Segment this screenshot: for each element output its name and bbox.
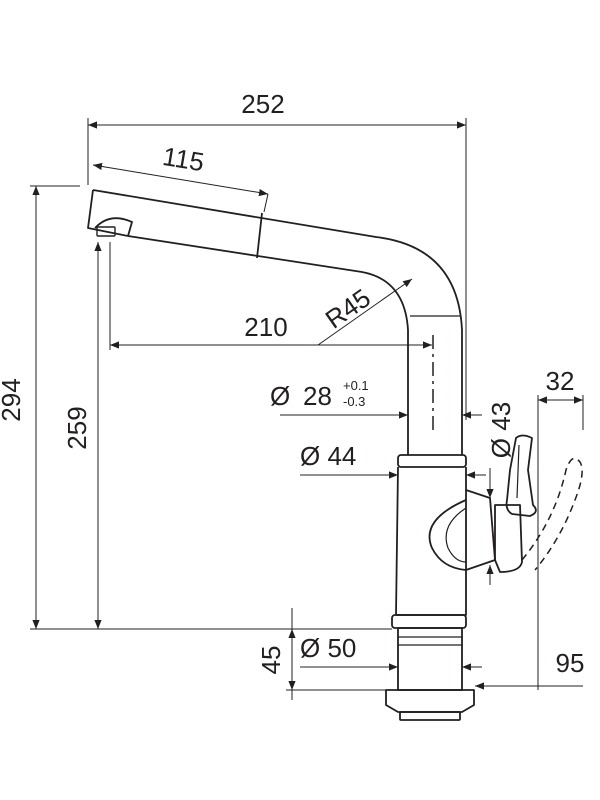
label-tolerance-upper: +0.1 (343, 378, 369, 393)
spout-tip (87, 189, 129, 237)
label-total-length: 252 (241, 89, 284, 119)
dimension-lines (30, 118, 584, 700)
spout-aerator (94, 217, 133, 237)
aerator-nozzle (96, 226, 116, 237)
cartridge-block (494, 504, 523, 573)
label-base-diameter: Ø 50 (300, 633, 356, 663)
label-handle-clearance: 95 (556, 648, 585, 678)
label-body-diameter: Ø 44 (300, 441, 356, 471)
faucet-outline (87, 189, 537, 721)
label-tolerance-lower: -0.3 (343, 394, 365, 409)
handle-arc-inner (445, 507, 467, 563)
lever-alt-position (521, 457, 583, 571)
spout-joint (256, 212, 263, 259)
bottom-fitting (399, 711, 461, 721)
label-reach: 210 (244, 312, 287, 342)
label-pipe-diameter: 28 (303, 381, 332, 411)
bottom-nut (385, 689, 475, 713)
dim-line-115 (92, 162, 269, 197)
spout-upper-edge (92, 189, 463, 455)
extension-line (263, 193, 269, 213)
label-handle-diameter: Ø 43 (486, 402, 516, 458)
label-handle-width: 32 (546, 366, 575, 396)
body-collar (397, 454, 467, 468)
label-outlet-height: 259 (62, 406, 92, 449)
label-radius: R45 (320, 283, 376, 335)
main-body (395, 466, 467, 616)
label-pipe-diameter-symbol: Ø (270, 381, 290, 411)
lever (505, 434, 537, 517)
label-base-height: 45 (256, 646, 286, 675)
base-ring (391, 614, 467, 629)
handle-hub (465, 489, 496, 571)
label-pull-out: 115 (161, 141, 207, 177)
dim-line-r45 (317, 278, 413, 346)
label-total-height: 294 (0, 378, 26, 421)
lever-slot (516, 444, 520, 499)
handle-arc (428, 499, 467, 571)
